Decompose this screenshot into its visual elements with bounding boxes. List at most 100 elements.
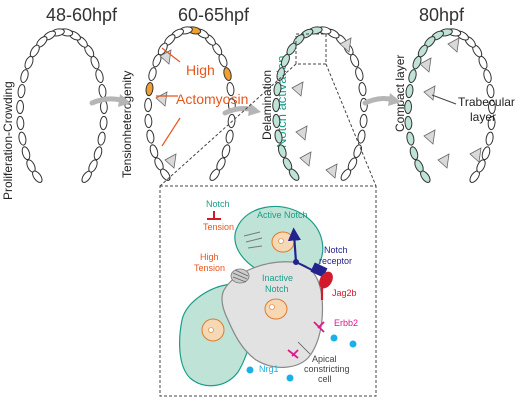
delaminating-cell	[164, 153, 177, 169]
delaminating-cell	[437, 153, 450, 169]
zoom-source-box	[295, 33, 327, 65]
cardiomyocyte-cell	[99, 115, 108, 131]
nrg1-dot-3	[286, 374, 294, 382]
cardiomyocyte-cell	[223, 67, 232, 82]
cardiomyocyte-cell	[152, 53, 162, 68]
cardiomyocyte-cell	[227, 113, 236, 129]
stage-label-80hpf: 80hpf	[419, 5, 465, 25]
cardiomyocyte-cell	[487, 115, 496, 131]
cardiomyocyte-cell	[350, 53, 360, 68]
heart-60-65hpf-delamination	[272, 26, 368, 181]
apical-label-line1: Apical	[312, 354, 337, 364]
high-tension-label-line2: Tension	[194, 263, 225, 273]
apical-cell-pointer	[297, 341, 311, 355]
trabecular-pointer	[431, 94, 457, 105]
actomyosin-pointer-1	[161, 47, 181, 63]
compact-layer-label: Compact layer	[393, 55, 407, 132]
delaminating-cell	[155, 91, 168, 107]
cardiomyocyte-cell	[146, 129, 155, 144]
cardiomyocyte-cell	[353, 144, 363, 159]
cardiomyocyte-cell	[160, 168, 171, 181]
nucleolus-apical	[269, 304, 275, 310]
actomyosin-label: Actomyosin	[176, 91, 248, 107]
nucleus-apical	[264, 298, 288, 320]
cardiomyocyte-cell	[16, 99, 25, 115]
cardiomyocyte-cell	[483, 69, 492, 84]
erbb2-label: Erbb2	[334, 318, 358, 328]
high-tension-label-line1: High	[200, 252, 219, 262]
cardiomyocyte-cell	[412, 55, 422, 70]
cardiomyocyte-cell	[408, 69, 417, 84]
cardiomyocyte-cell	[144, 97, 153, 113]
progression-arrow-1-head	[118, 94, 131, 107]
cardiomyocyte-cell	[216, 157, 226, 171]
cardiomyocyte-cell	[149, 144, 159, 159]
cardiomyocyte-cell	[24, 55, 34, 70]
cardiomyocyte-cell	[476, 159, 486, 173]
cardiomyocyte-cell	[90, 55, 100, 70]
inactive-notch-label-line1: Inactive	[262, 273, 293, 283]
proliferation-crowding-label: Proliferation-Crowding	[1, 81, 15, 200]
cardiomyocyte-cell	[18, 131, 27, 146]
erbb2-receptor-1	[313, 321, 325, 333]
cardiomyocyte-cell	[221, 144, 231, 159]
heart-48-60hpf	[16, 28, 108, 183]
cardiomyocyte-cell	[16, 115, 25, 131]
progression-arrow-2-head	[248, 103, 261, 116]
inset-tension-label: Tension	[203, 222, 234, 232]
nucleolus-left	[208, 327, 214, 333]
cardiomyocyte-cell	[485, 131, 494, 146]
cardiomyocyte-cell	[144, 113, 153, 129]
cardiomyocyte-cell	[21, 146, 31, 161]
trabecular-label-line1: Trabecular	[458, 95, 515, 109]
cardiomyocyte-cell	[88, 159, 98, 173]
inset-cells	[179, 205, 324, 387]
cardiomyocyte-cell	[481, 146, 491, 161]
apical-label-line2: constricting	[304, 364, 350, 374]
cardiomyocyte-cell	[355, 67, 364, 82]
erbb2-receptor-2	[287, 349, 299, 359]
nrg1-dot-2	[330, 334, 338, 342]
notch-signal-arrow	[287, 227, 302, 263]
cardiomyocyte-cell	[405, 84, 414, 99]
actomyosin-pointer-3	[161, 117, 181, 147]
stage-label-48-60hpf: 48-60hpf	[46, 5, 118, 25]
inset-notch-label: Notch	[206, 199, 230, 209]
cardiomyocyte-cell	[486, 84, 495, 99]
cardiomyocyte-cell	[359, 113, 368, 129]
nrg1-dot-1	[349, 340, 357, 348]
cardiomyocyte-cell	[357, 129, 366, 144]
heart-60-65hpf	[144, 26, 236, 181]
delaminating-cell	[325, 163, 338, 179]
cardiomyocyte-cell	[420, 170, 431, 183]
delaminating-cell	[291, 81, 304, 97]
notch-receptor-label-line1: Notch	[324, 245, 348, 255]
cardiomyocyte-cell	[280, 53, 290, 68]
delaminating-cell	[339, 37, 352, 53]
delamination-label: Delamination	[260, 70, 274, 140]
cardiomyocyte-cell	[272, 113, 281, 129]
cardiomyocyte-cell	[32, 170, 43, 183]
stage-label-60-65hpf: 60-65hpf	[178, 5, 250, 25]
cardiomyocyte-cell	[347, 157, 358, 171]
cardiomyocyte-cell	[93, 146, 103, 161]
cardiomyocyte-cell	[277, 144, 287, 159]
cardiomyocyte-cell	[273, 82, 282, 97]
notch-receptor-block	[310, 262, 328, 278]
delaminating-cell	[423, 85, 436, 101]
cardiomyocyte-cell	[406, 131, 415, 146]
inactive-notch-label-line2: Notch	[265, 284, 289, 294]
nucleolus-active	[278, 238, 284, 244]
jag2b-ligand	[319, 271, 333, 289]
jag2b-label: Jag2b	[332, 288, 357, 298]
notch-receptor-label-line2: receptor	[319, 256, 352, 266]
cardiomyocyte-cell	[225, 129, 234, 144]
trabecular-label-line2: layer	[470, 110, 496, 124]
cardiomyocyte-cell	[145, 82, 154, 97]
progression-arrow-3-head	[388, 93, 401, 106]
cardiomyocyte-cell	[98, 84, 107, 99]
cardiomyocyte-cell	[226, 82, 235, 97]
cardiomyocyte-cell	[478, 55, 488, 70]
cardiomyocyte-cell	[272, 97, 281, 113]
